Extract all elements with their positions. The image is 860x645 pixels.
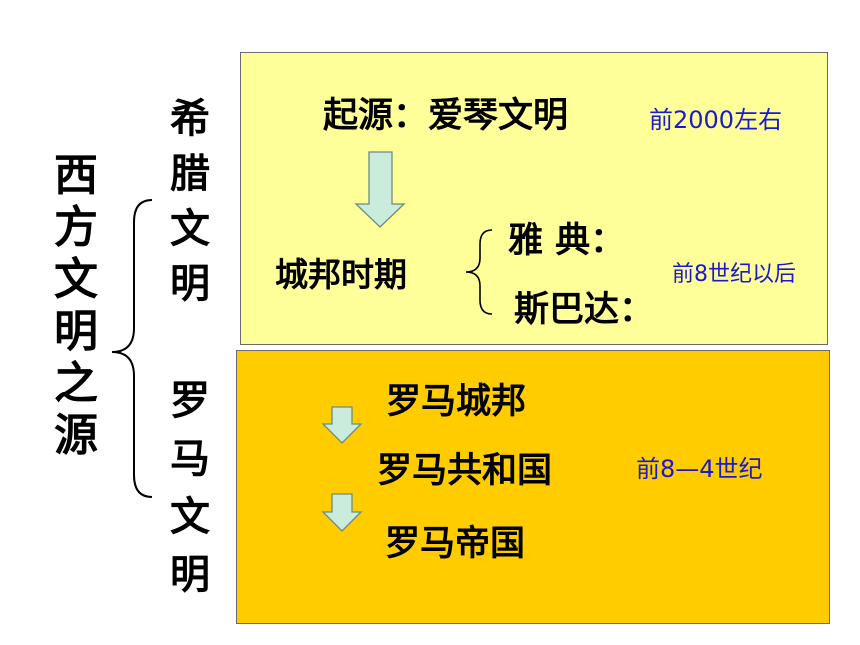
roman-arrow-2: [321, 493, 363, 532]
greek-down-arrow: [354, 151, 406, 228]
main-brace: [111, 199, 153, 498]
roman-label-char: 明: [170, 552, 210, 598]
roman-date: 前8—4世纪: [636, 455, 763, 483]
main-title-char: 明: [54, 306, 98, 357]
origin-text: 起源：爱琴文明: [323, 96, 569, 136]
main-title-char: 文: [54, 254, 98, 305]
city-state-text: 城邦时期: [275, 255, 407, 294]
greek-panel: [240, 52, 828, 345]
roman-label-char: 文: [170, 494, 210, 540]
greek-label-char: 腊: [170, 151, 210, 197]
city-brace: [465, 229, 493, 315]
main-title: 西 方 文 明 之 源: [44, 150, 108, 462]
roman-panel: [236, 350, 830, 624]
main-title-char: 源: [54, 410, 98, 461]
roman-label-char: 罗: [170, 378, 210, 424]
sparta-text: 斯巴达：: [514, 290, 655, 330]
roman-stage-empire: 罗马帝国: [385, 524, 526, 564]
roman-stage-city: 罗马城邦: [386, 382, 527, 422]
greek-label: 希 腊 文 明: [160, 92, 220, 312]
roman-label: 罗 马 文 明: [160, 372, 220, 604]
greek-label-char: 文: [170, 206, 210, 252]
greek-label-char: 希: [170, 96, 210, 142]
main-title-char: 之: [54, 358, 98, 409]
main-title-char: 西: [54, 150, 98, 201]
roman-label-char: 马: [170, 436, 210, 482]
roman-stage-republic: 罗马共和国: [377, 451, 553, 491]
roman-arrow-1: [321, 406, 363, 444]
origin-date: 前2000左右: [649, 106, 783, 134]
athens-text: 雅 典：: [508, 221, 626, 261]
main-title-char: 方: [54, 202, 98, 253]
city-date: 前8世纪以后: [672, 262, 796, 287]
greek-label-char: 明: [170, 261, 210, 307]
